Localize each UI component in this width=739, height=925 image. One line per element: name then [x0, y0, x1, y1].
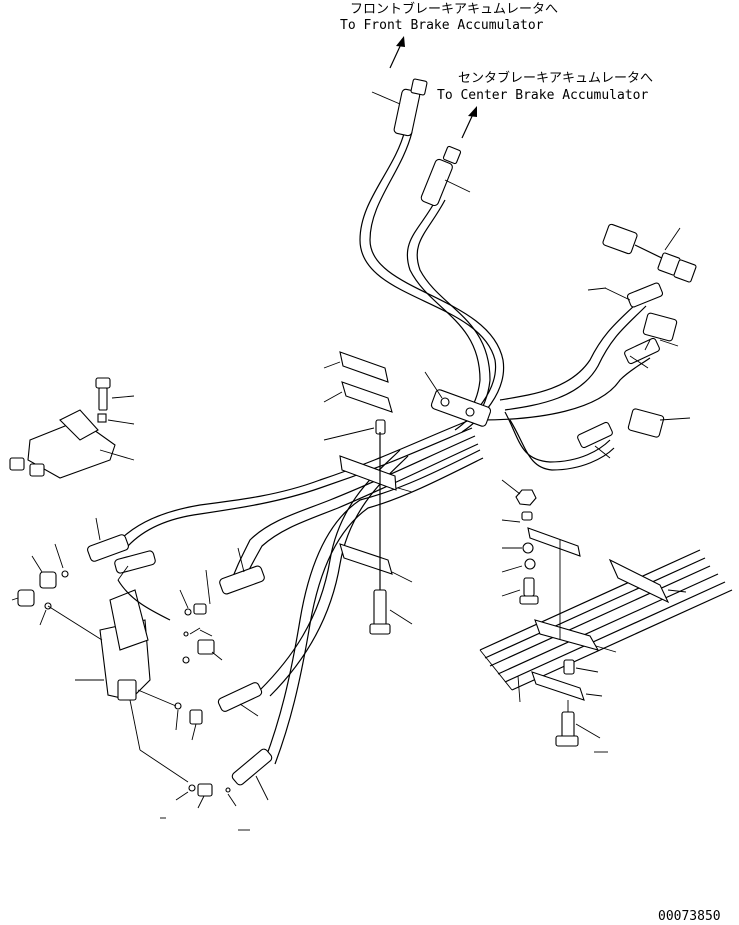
hose-bundle [119, 129, 651, 765]
brake-pedal-assembly [9, 377, 135, 479]
bracket-clamp-half [323, 381, 393, 413]
direction-arrows [389, 36, 477, 139]
callout-center-en: To Center Brake Accumulator [437, 88, 648, 103]
callout-center-jp: センタブレーキアキュムレータへ [458, 70, 653, 86]
center-accumulator-hose-end [420, 145, 471, 207]
valve-hoses [87, 517, 273, 801]
frame-fasteners [501, 479, 581, 640]
pressure-switch-lower [627, 408, 691, 438]
hose-fitting-right-2 [624, 337, 660, 369]
frame-rails [479, 549, 733, 703]
spacer-collar [323, 419, 386, 441]
valve-fittings-left [11, 543, 103, 641]
lower-right-bolt-assembly [531, 659, 608, 753]
mount-bracket [339, 455, 413, 493]
pressure-switch-top [602, 223, 697, 283]
small-fittings-middle [137, 569, 237, 809]
lower-bracket [339, 543, 413, 583]
hose-fitting-right-1 [604, 282, 664, 308]
hose-fitting-right-3 [577, 421, 613, 459]
pressure-switch-middle [642, 312, 679, 347]
front-accumulator-hose-end [371, 78, 428, 137]
callout-front-en: To Front Brake Accumulator [340, 18, 544, 33]
callout-front-jp: フロントブレーキアキュムレータへ [350, 1, 558, 17]
hose-clamp-block [424, 371, 492, 427]
bracket-plate-top [323, 351, 389, 383]
drawing-number: 00073850 [658, 909, 721, 924]
brake-valve [75, 589, 189, 783]
long-bolt [369, 432, 413, 635]
callout-front-accumulator: フロントブレーキアキュムレータへ To Front Brake Accumula… [340, 1, 558, 33]
leader-lines [160, 287, 651, 831]
callout-center-accumulator: センタブレーキアキュムレータへ To Center Brake Accumula… [437, 70, 653, 103]
